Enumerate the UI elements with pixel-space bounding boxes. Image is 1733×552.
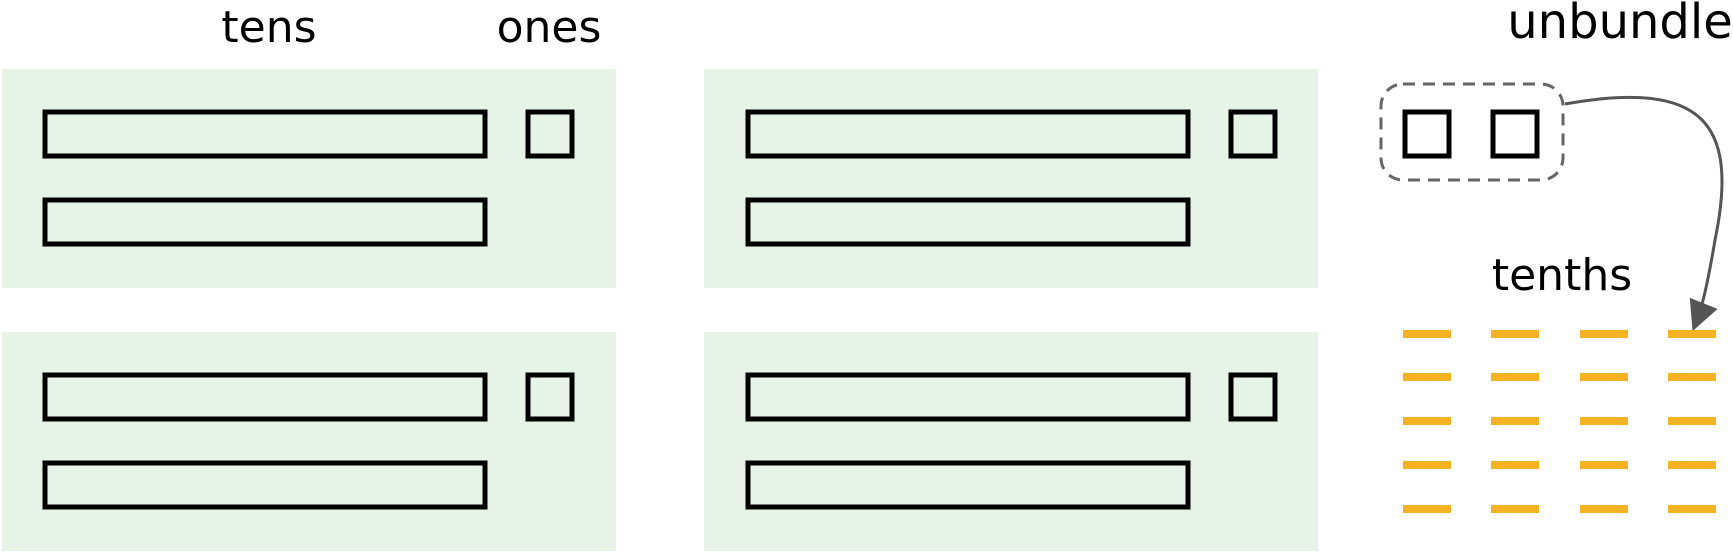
one-cube: [1490, 109, 1540, 159]
unbundle-dashed-group: [1379, 82, 1565, 182]
ten-rod: [42, 197, 488, 247]
tenth-piece: [1580, 417, 1628, 425]
tenths-grid: [1403, 330, 1716, 513]
ten-rod: [42, 109, 488, 159]
ten-rod: [745, 460, 1191, 510]
tenth-piece: [1403, 373, 1451, 381]
tenth-piece: [1668, 417, 1716, 425]
one-cube: [525, 372, 575, 422]
tenth-piece: [1668, 461, 1716, 469]
unbundle-arrow: [1564, 95, 1724, 332]
ones-label: ones: [497, 2, 602, 53]
tenth-piece: [1403, 330, 1451, 338]
tenth-piece: [1491, 330, 1539, 338]
tenth-piece: [1403, 417, 1451, 425]
ten-rod: [42, 460, 488, 510]
tenth-piece: [1491, 505, 1539, 513]
tenth-piece: [1668, 373, 1716, 381]
ten-rod: [745, 109, 1191, 159]
one-cube: [525, 109, 575, 159]
tenth-piece: [1403, 505, 1451, 513]
tenth-piece: [1491, 461, 1539, 469]
tenth-piece: [1580, 373, 1628, 381]
tenth-piece: [1491, 373, 1539, 381]
tenth-piece: [1668, 505, 1716, 513]
tens-label: tens: [221, 2, 316, 53]
tenth-piece: [1580, 330, 1628, 338]
group-panel: [704, 69, 1318, 288]
ten-rod: [745, 197, 1191, 247]
one-cube: [1228, 109, 1278, 159]
tenth-piece: [1668, 330, 1716, 338]
tenth-piece: [1403, 461, 1451, 469]
ten-rod: [42, 372, 488, 422]
tenth-piece: [1580, 461, 1628, 469]
tenths-label: tenths: [1492, 250, 1632, 301]
ten-rod: [745, 372, 1191, 422]
one-cube: [1228, 372, 1278, 422]
tenth-piece: [1580, 505, 1628, 513]
group-panel: [2, 332, 616, 551]
one-cube: [1402, 109, 1452, 159]
unbundle-label: unbundle: [1507, 0, 1733, 50]
group-panel: [2, 69, 616, 288]
group-panel: [704, 332, 1318, 551]
tenth-piece: [1491, 417, 1539, 425]
